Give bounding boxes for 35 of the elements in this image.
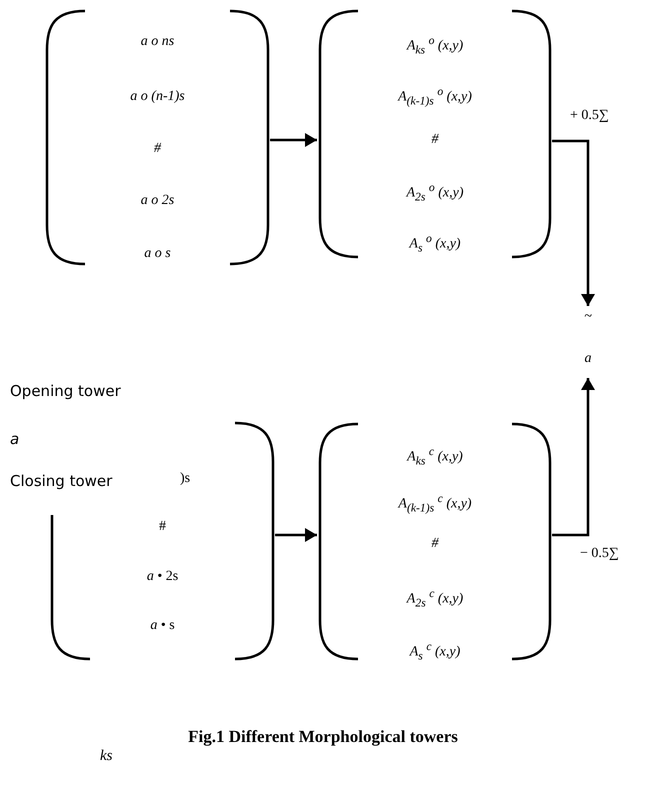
column-vector (45, 10, 270, 265)
matrix-entry: A$_{2s}$ $^{o}$ (x,y) (404, 180, 465, 206)
matrix-entry: A$_{(k-1)s}$ $^{c}$ (x,y) (396, 491, 473, 516)
annotation-text: a (10, 430, 20, 448)
matrix-entry: a • 2s (146, 568, 180, 586)
matrix-entry: a o ns (140, 33, 176, 51)
matrix-entry: A$_{ks}$ $^{o}$ (x,y) (405, 33, 464, 58)
matrix-entry: A$_{s}$ $^{o}$ (x,y) (408, 231, 462, 256)
symbol-text: ~ (583, 308, 593, 326)
annotation-text: Opening tower (10, 382, 121, 400)
matrix-entry: A$_{ks}$ $^{c}$ (x,y) (405, 444, 464, 470)
arrow (552, 140, 595, 306)
arrow (275, 528, 317, 542)
annotation-text: Closing tower (10, 472, 112, 490)
arrow (270, 133, 317, 147)
matrix-entry: a • s (149, 617, 176, 635)
matrix-entry: # (430, 535, 440, 553)
arrow (552, 378, 595, 536)
edge-label: + 0.5∑ (568, 108, 611, 124)
matrix-entry: A$_{s}$ $^{c}$ (x,y) (408, 639, 462, 664)
column-vector (318, 423, 552, 660)
edge-label: − 0.5∑ (578, 546, 621, 562)
matrix-entry: A$_{(k-1)s}$ $^{o}$ (x,y) (396, 84, 473, 110)
matrix-entry: a o s (143, 245, 172, 263)
matrix-entry: # (153, 140, 162, 158)
matrix-entry: a o (n-1)s (129, 88, 186, 106)
figure-caption: Fig.1 Different Morphological towers (187, 727, 459, 747)
matrix-entry: # (158, 518, 167, 536)
symbol-text: a (584, 350, 592, 368)
matrix-entry: # (430, 131, 440, 149)
matrix-entry: a o 2s (140, 192, 176, 210)
matrix-entry: A$_{2s}$ $^{c}$ (x,y) (405, 586, 464, 612)
math-text: ks (100, 748, 112, 765)
matrix-entry: )s (180, 470, 190, 488)
column-vector (318, 10, 552, 258)
